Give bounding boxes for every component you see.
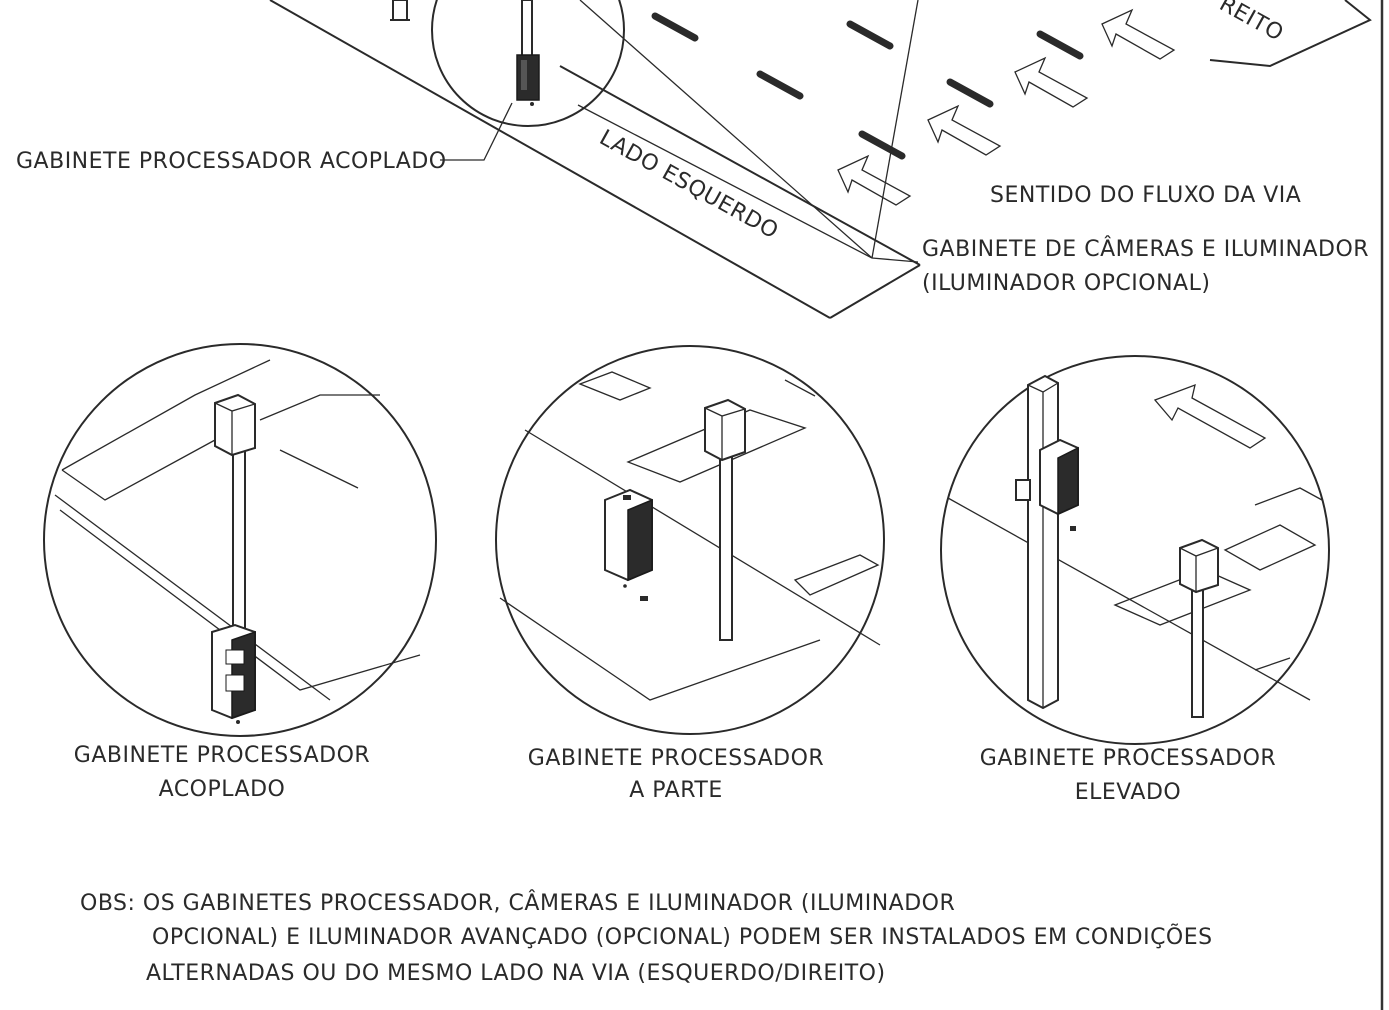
arrow-icon [1014, 56, 1089, 108]
note-line-3: ALTERNADAS OU DO MESMO LADO NA VIA (ESQU… [146, 961, 886, 986]
small-pole-icon [390, 0, 410, 21]
sight-line [577, 104, 873, 259]
road-right-edge [1209, 0, 1372, 68]
callout-leader [440, 102, 513, 161]
detail-separate-subtitle: A PARTE [629, 778, 722, 803]
camera-cabinet-sublabel: (ILUMINADOR OPCIONAL) [922, 271, 1210, 296]
detail-elevated-title: GABINETE PROCESSADOR [980, 746, 1276, 771]
camera-cabinet-label: GABINETE DE CÂMERAS E ILUMINADOR [922, 236, 1369, 262]
arrow-icon [927, 104, 1002, 156]
detail-separate-title: GABINETE PROCESSADOR [528, 746, 824, 771]
detail-elevated [940, 355, 1330, 745]
right-side-label: REITO [1215, 0, 1287, 47]
flow-direction-label: SENTIDO DO FLUXO DA VIA [990, 183, 1301, 208]
detail-separate [495, 345, 885, 735]
note-line-2: OPCIONAL) E ILUMINADOR AVANÇADO (OPCIONA… [152, 923, 1213, 950]
sight-line [871, 0, 919, 259]
detail-coupled-subtitle: ACOPLADO [159, 777, 286, 802]
arrow-icon [1101, 8, 1176, 60]
road-end-edge [829, 264, 921, 319]
arrow-icon [837, 154, 912, 206]
detail-zoom-circle [431, 0, 625, 127]
lane-dashes [651, 12, 1084, 160]
sight-line [579, 0, 873, 259]
left-side-label: LADO ESQUERDO [595, 125, 782, 244]
road-overview [269, 0, 1372, 319]
flow-arrows [837, 8, 1176, 206]
detail-elevated-subtitle: ELEVADO [1075, 780, 1182, 805]
road-sidewalk-inner-edge [559, 65, 921, 266]
detail-coupled [43, 343, 437, 737]
detail-coupled-title: GABINETE PROCESSADOR [74, 743, 370, 768]
coupled-cabinet-pole-icon [516, 0, 540, 106]
callout-leader [871, 257, 919, 263]
processor-coupled-callout: GABINETE PROCESSADOR ACOPLADO [16, 149, 447, 174]
road-left-edge [269, 0, 831, 319]
note-line-1: OBS: OS GABINETES PROCESSADOR, CÂMERAS E… [80, 890, 955, 916]
